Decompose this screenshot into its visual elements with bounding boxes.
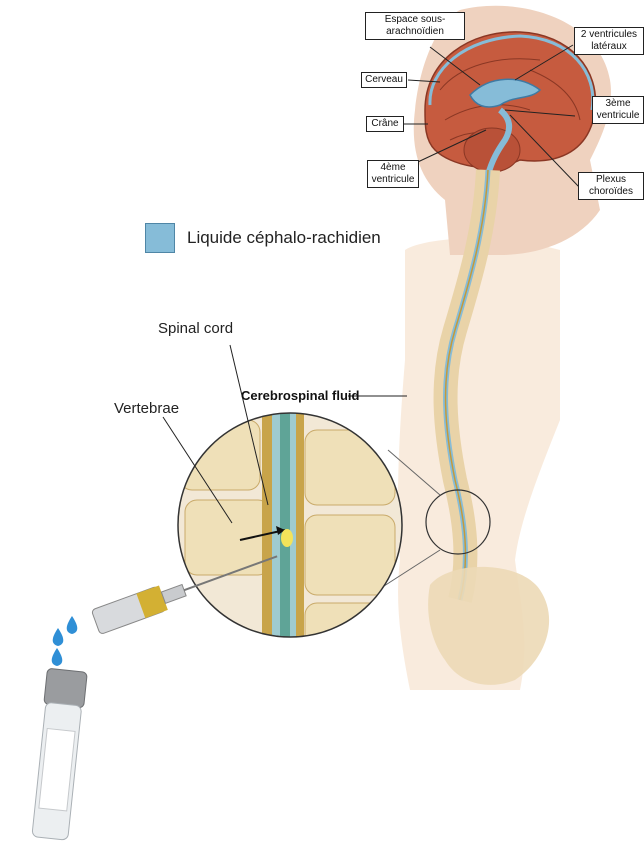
label-plexus-choroides: Plexus choroïdes <box>578 172 644 200</box>
legend-swatch-csf <box>145 223 175 253</box>
test-tube <box>30 668 87 840</box>
legend-label: Liquide céphalo-rachidien <box>187 228 381 248</box>
label-spinal-cord: Spinal cord <box>158 320 233 337</box>
fluid-drops <box>52 616 78 666</box>
label-espace-sous-arachnoidien: Espace sous-arachnoïdien <box>365 12 465 40</box>
label-cerebrospinal-fluid: Cerebrospinal fluid <box>241 388 359 403</box>
label-troisieme-ventricule: 3ème ventricule <box>592 96 644 124</box>
label-vertebrae: Vertebrae <box>114 400 179 417</box>
label-crane: Crâne <box>366 116 404 132</box>
label-quatrieme-ventricule: 4ème ventricule <box>367 160 419 188</box>
label-cerveau: Cerveau <box>361 72 407 88</box>
label-ventricules-lateraux: 2 ventricules latéraux <box>574 27 644 55</box>
magnified-spine <box>170 410 410 653</box>
